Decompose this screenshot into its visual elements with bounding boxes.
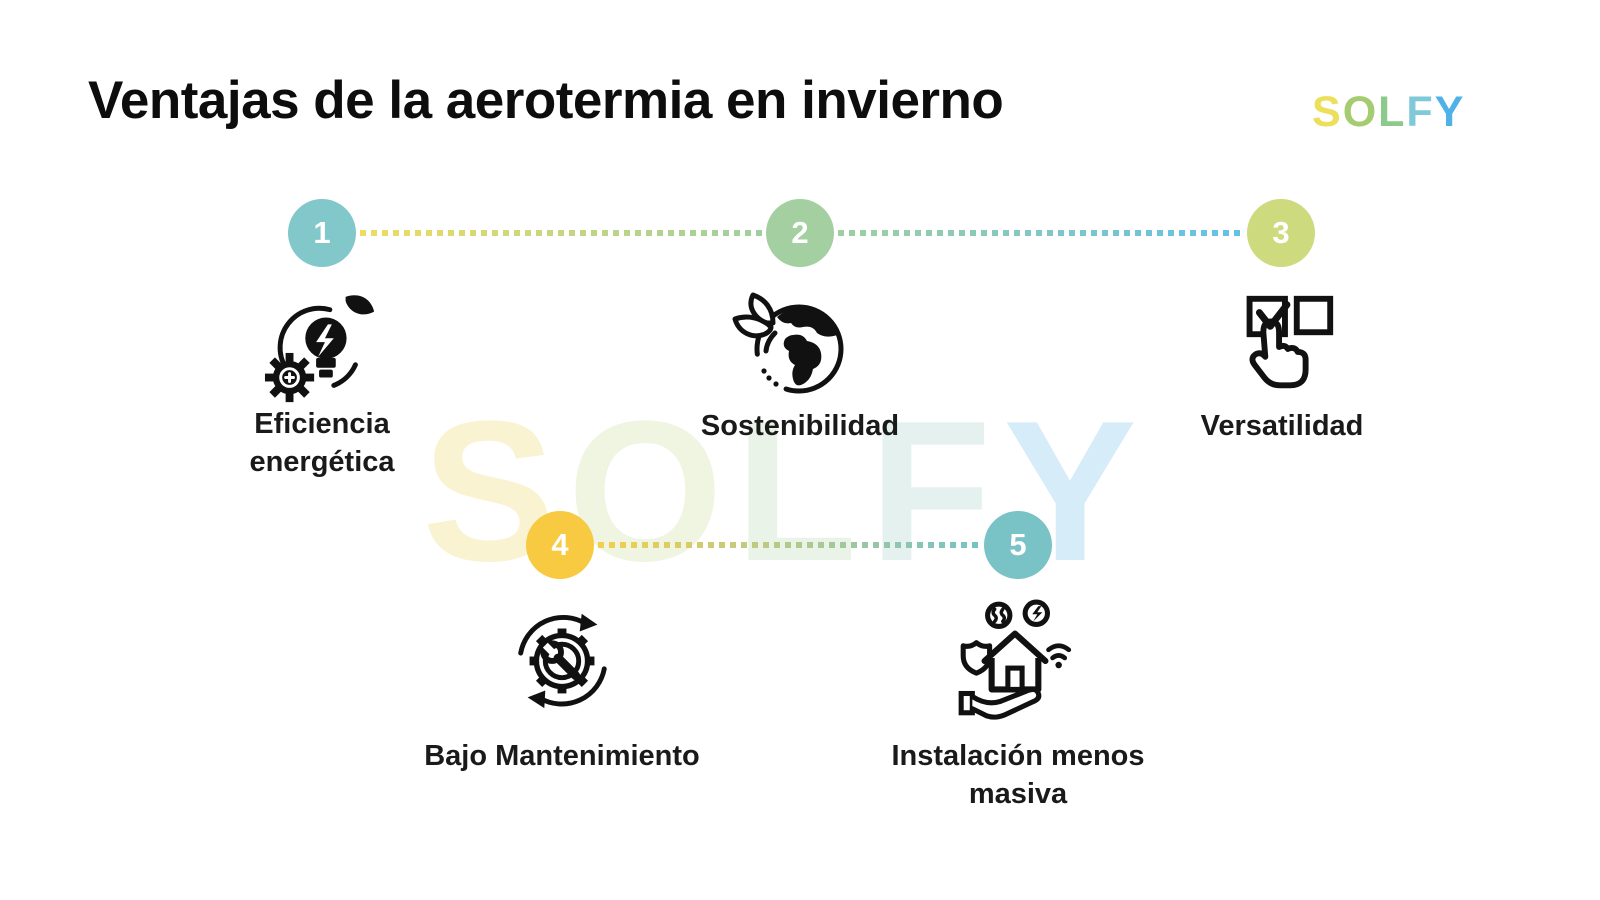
watermark-letter: F (869, 380, 1004, 603)
step-label: Instalación menos masiva (891, 740, 1145, 810)
step-circle-5: 5 (984, 511, 1052, 579)
step-number: 3 (1272, 215, 1290, 250)
connector-dotted-line-1-2 (360, 230, 762, 236)
step-number: 1 (313, 215, 331, 250)
watermark-letter: L (734, 380, 870, 603)
logo-letter: F (1406, 88, 1435, 136)
step-label: Sostenibilidad (700, 410, 900, 442)
house-in-hand-icon (950, 598, 1082, 730)
step-number: 4 (551, 527, 569, 562)
maintenance-gear-wrench-icon (503, 600, 621, 723)
step-label: Bajo Mantenimiento (424, 740, 700, 772)
connector-dotted-line-4-5 (598, 542, 980, 548)
step-circle-4: 4 (526, 511, 594, 579)
logo-letter: O (1342, 88, 1379, 136)
logo-letter: L (1378, 88, 1407, 136)
step-circle-3: 3 (1247, 199, 1315, 267)
brand-logo: S O L F Y (1312, 88, 1465, 137)
versatility-checkbox-icon (1224, 287, 1342, 410)
connector-dotted-line-2-3 (838, 230, 1240, 236)
step-number: 2 (791, 215, 809, 250)
step-circle-1: 1 (288, 199, 356, 267)
watermark-letter: O (567, 380, 735, 603)
step-label: Eficiencia energética (249, 408, 395, 478)
step-circle-2: 2 (766, 199, 834, 267)
logo-letter: S (1312, 88, 1343, 136)
logo-letter: Y (1434, 88, 1466, 136)
step-label: Versatilidad (1200, 410, 1364, 442)
step-number: 5 (1009, 527, 1027, 562)
page-title: Ventajas de la aerotermia en invierno (88, 71, 1004, 130)
sustainability-globe-icon (731, 291, 861, 411)
energy-efficiency-icon (263, 291, 381, 414)
